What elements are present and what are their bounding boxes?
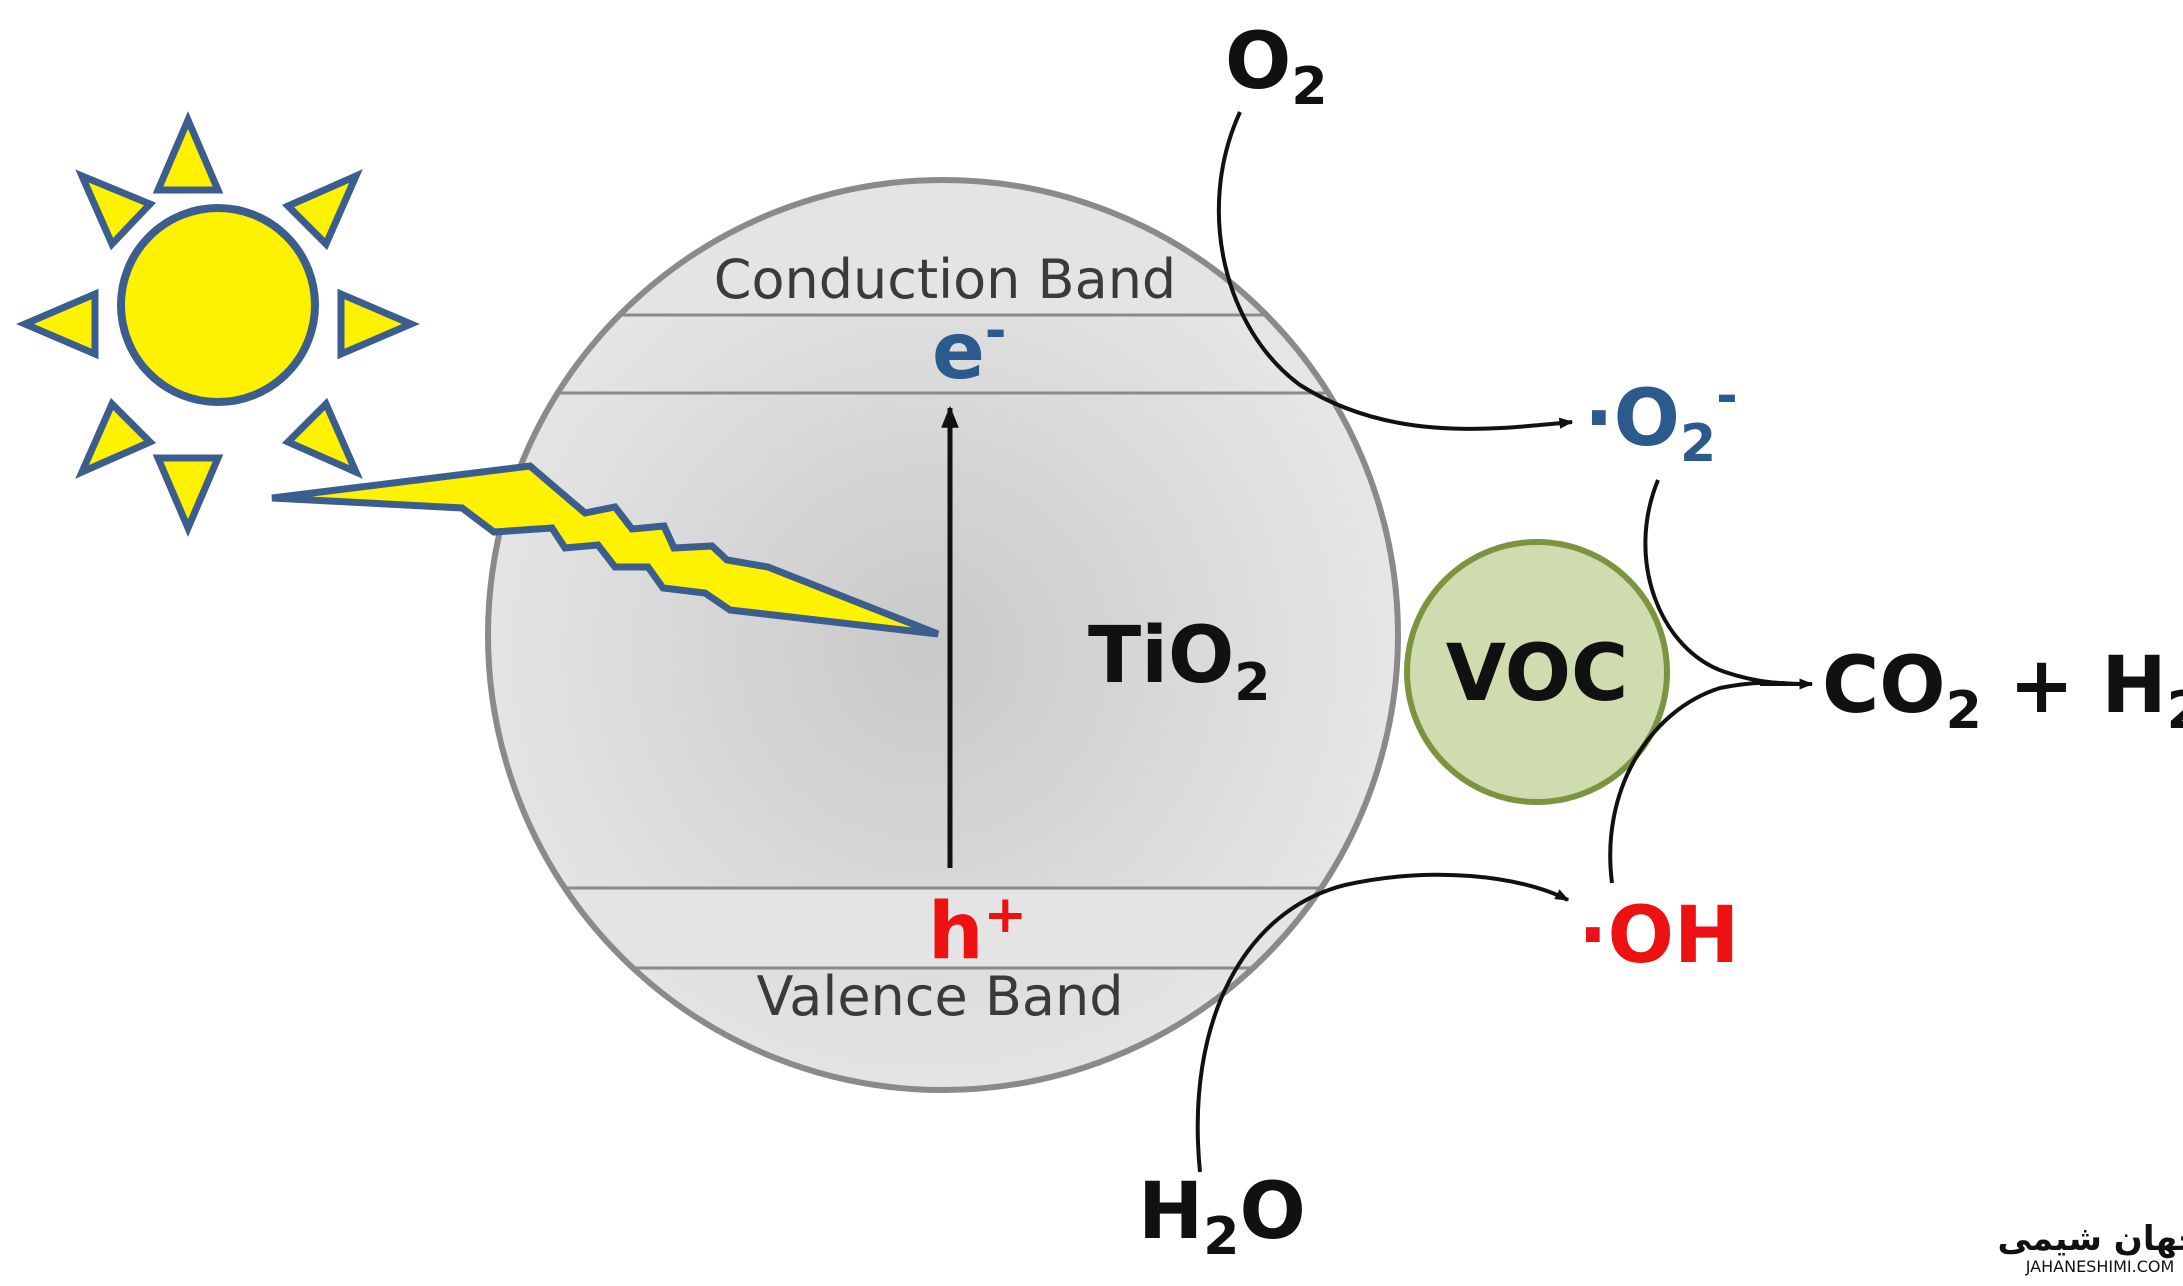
electron-label: e- (932, 301, 1007, 397)
tio2-particle: Conduction Band Valence Band e- h+ TiO2 (485, 177, 1401, 1093)
sun-ray-bottom-right (281, 397, 363, 479)
voc-label: VOC (1446, 629, 1629, 719)
reaction-arrows (1195, 111, 1814, 1173)
particle-body (488, 180, 1398, 1090)
particle-outline (485, 177, 1401, 1093)
conduction-band-label: Conduction Band (714, 248, 1176, 311)
sun-ray-top-left (75, 169, 157, 251)
superoxide-label: ·O2- (1584, 366, 1738, 474)
sun-disc (117, 204, 319, 406)
watermark-script: جهان شیمی (1997, 1219, 2183, 1259)
watermark-url: JAHANESHIMI.COM (2025, 1257, 2175, 1276)
sun-ray-left (16, 288, 99, 360)
hydroxyl-label: ·OH (1578, 891, 1739, 981)
arrow-superoxide-to-products (1643, 479, 1806, 686)
sun-ray-top (152, 111, 224, 194)
sun-ray-right (337, 288, 420, 360)
sun-ray-bottom-left (75, 397, 157, 479)
lightning-bolt-icon (271, 462, 940, 638)
arrow-h2o-to-hydroxyl (1195, 872, 1570, 1173)
sun-ray-bottom (152, 454, 224, 537)
watermark-logo: جهان شیمی JAHANESHIMI.COM (1997, 1219, 2183, 1276)
sun-icon (16, 111, 420, 537)
sun-ray-top-right (281, 169, 363, 251)
water-label: H2O (1138, 1167, 1306, 1267)
voc-circle (1404, 539, 1670, 805)
hole-label: h+ (928, 885, 1027, 977)
tio2-label: TiO2 (1088, 611, 1270, 713)
valence-band-label: Valence Band (756, 965, 1123, 1028)
oxygen-label: O2 (1225, 17, 1328, 117)
products-label: CO2 + H2O (1822, 641, 2183, 741)
voc-molecule: VOC (1404, 539, 1670, 805)
arrow-o2-to-superoxide (1216, 111, 1574, 431)
